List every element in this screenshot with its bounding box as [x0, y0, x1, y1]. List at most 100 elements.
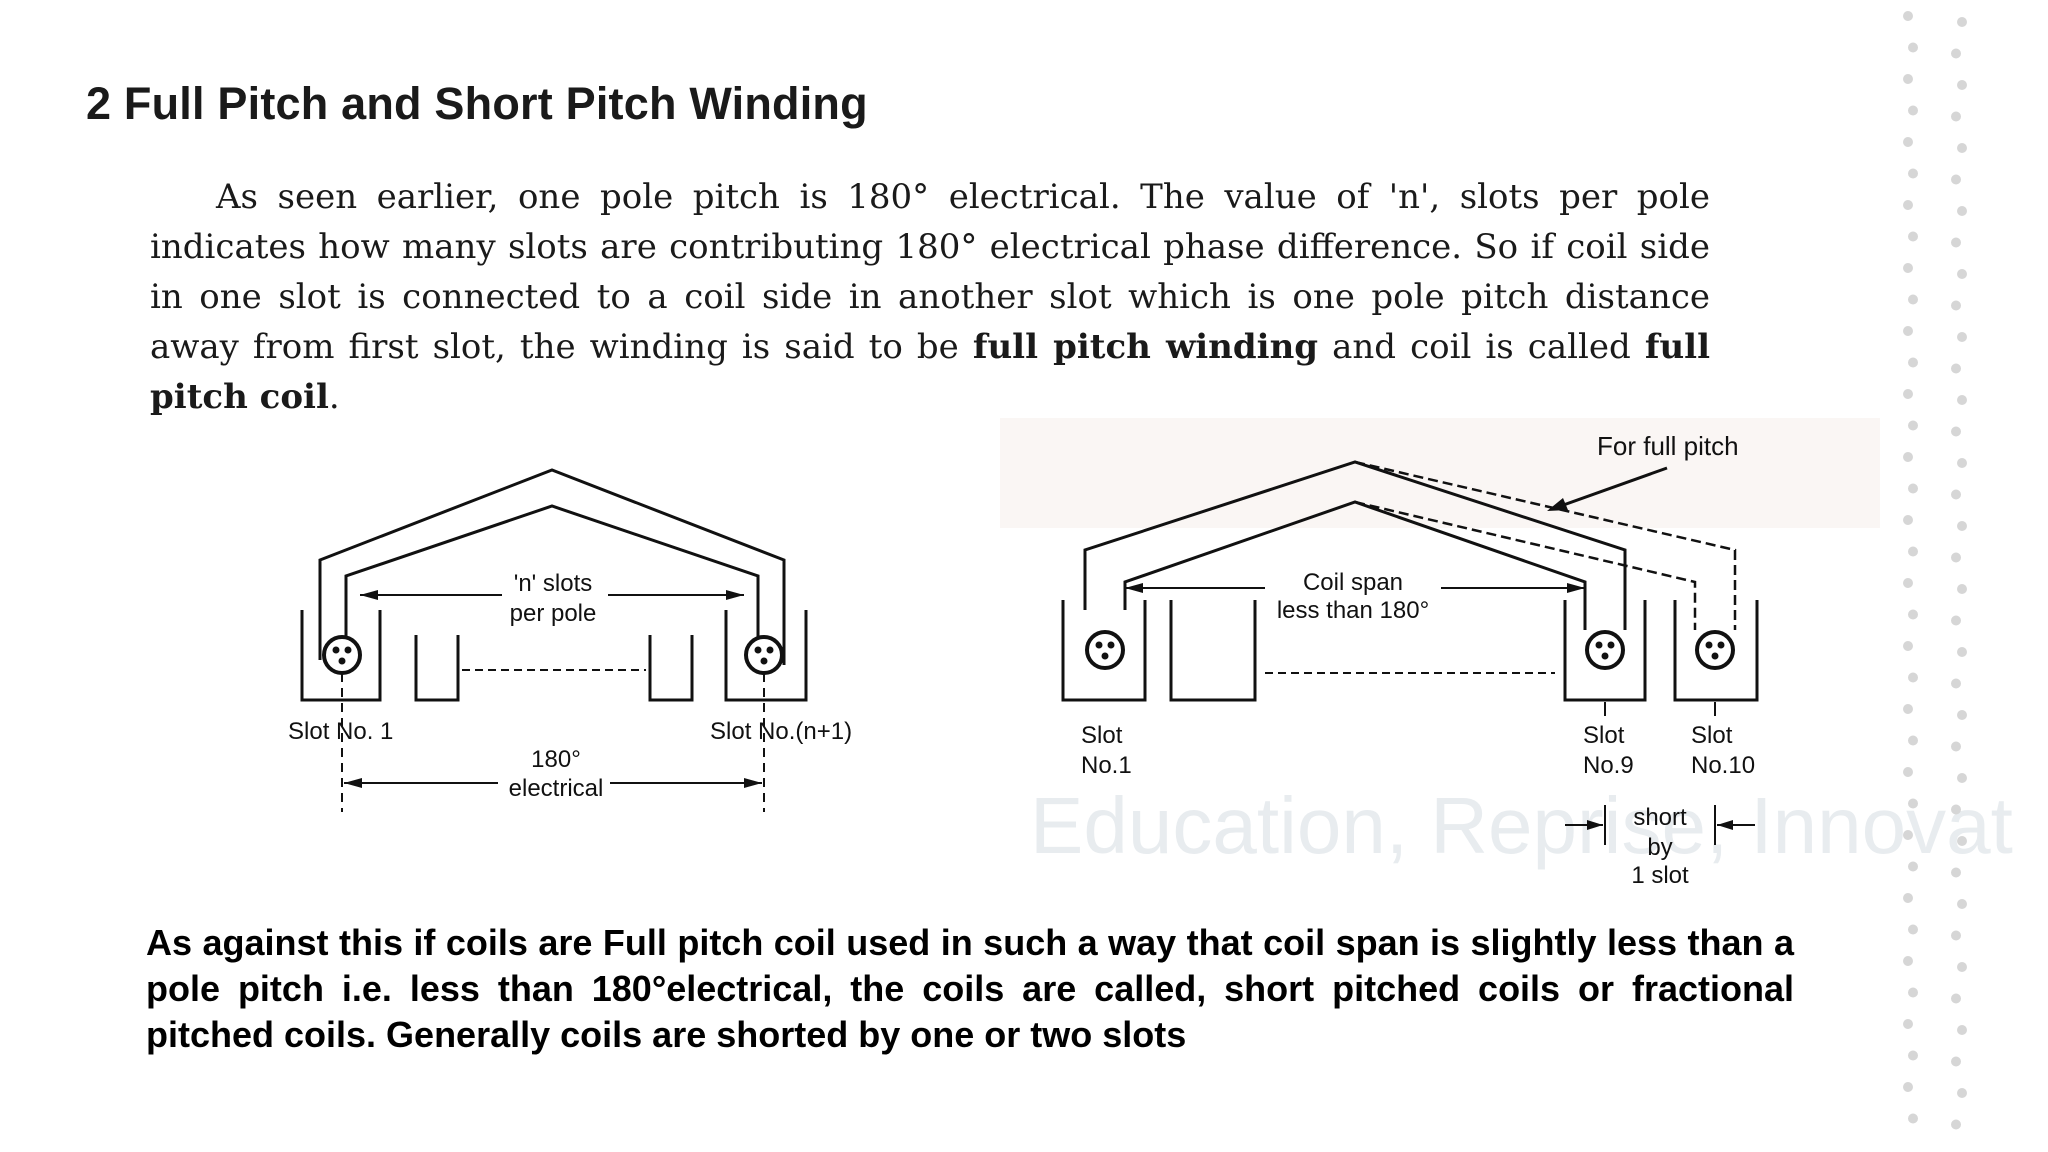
decorative-dot	[1951, 867, 1961, 878]
decorative-dot	[1951, 552, 1961, 563]
decorative-dot	[1957, 899, 1967, 909]
decorative-dot	[1951, 930, 1961, 941]
slot-9-label-line-1: Slot	[1583, 722, 1625, 749]
decorative-dot	[1957, 395, 1967, 405]
slot-n1-label: Slot No.(n+1)	[710, 718, 852, 745]
decorative-dot	[1903, 578, 1913, 588]
slot-9-outline	[1563, 600, 1647, 702]
decorative-dot	[1908, 861, 1918, 872]
decorative-dot	[1908, 231, 1918, 242]
decorative-dot	[1951, 741, 1961, 752]
bold-term-full-pitch-winding: full pitch winding	[972, 327, 1319, 367]
conductor-slot-1	[1085, 630, 1125, 670]
conductor-slot-1	[322, 635, 362, 675]
watermark-text: Education, Reprise, Innovat	[1030, 781, 2013, 870]
decorative-dot	[1957, 584, 1967, 594]
slot-n1-outline	[724, 610, 808, 702]
watermark-band	[1000, 418, 1880, 528]
slot-2-outline	[414, 635, 460, 702]
span-arrow-left	[360, 590, 378, 600]
decorative-dot	[1908, 672, 1918, 683]
decorative-dot	[1903, 1019, 1913, 1029]
slot-1-outline	[1061, 600, 1147, 702]
conductor-slot-9	[1585, 630, 1625, 670]
decorative-dot	[1903, 137, 1913, 147]
paragraph-text-a: As seen earlier, one pole pitch is 180° …	[150, 177, 1710, 367]
decorative-dot	[1957, 17, 1967, 27]
slot-9-label-line-2: No.9	[1583, 752, 1634, 779]
decorative-dot	[1957, 836, 1967, 846]
decorative-dot	[1951, 993, 1961, 1004]
decorative-dot	[1903, 704, 1913, 714]
decorative-dot	[1957, 332, 1967, 342]
decorative-dot	[1957, 773, 1967, 783]
slot-10-outline	[1673, 600, 1759, 702]
decorative-dot	[1951, 426, 1961, 437]
decorative-dot	[1908, 1113, 1918, 1124]
decorative-dot	[1908, 168, 1918, 179]
short-dim-arrowhead-left	[1587, 820, 1603, 830]
short-pitch-diagram: For full pitch Coil span	[1061, 431, 1759, 889]
dim-arrow-left	[344, 778, 362, 788]
span-label-line-1: 'n' slots	[514, 570, 593, 597]
span-arrow-right	[726, 590, 744, 600]
decorative-dot	[1957, 1088, 1967, 1098]
coil-inner	[344, 504, 760, 655]
decorative-dot	[1908, 609, 1918, 620]
paragraph-short-pitch: As against this if coils are Full pitch …	[146, 922, 1794, 1055]
decorative-dot	[1951, 48, 1961, 59]
section-heading: 2 Full Pitch and Short Pitch Winding	[86, 78, 868, 129]
dim-arrow-right	[744, 778, 762, 788]
slot-1-label-line-2: No.1	[1081, 752, 1132, 779]
decorative-dot	[1951, 678, 1961, 689]
paragraph-text-b: and coil is called	[1332, 327, 1631, 367]
decorative-dot	[1908, 546, 1918, 557]
decorative-dot	[1903, 263, 1913, 273]
decorative-dot	[1951, 300, 1961, 311]
decorative-dot	[1951, 1119, 1961, 1130]
full-pitch-pointer-head	[1547, 498, 1568, 511]
decorative-dot	[1903, 200, 1913, 210]
decorative-dot	[1903, 11, 1913, 21]
span-label-line-2: per pole	[510, 600, 597, 627]
bold-term-full-pitch-coil: full pitch coil	[150, 327, 1710, 417]
conductor-slot-10	[1695, 630, 1735, 670]
decorative-dot	[1903, 389, 1913, 399]
conductor-slot-n1	[744, 635, 784, 675]
decorative-dot	[1957, 143, 1967, 153]
decorative-dot	[1908, 420, 1918, 431]
decorative-dot	[1908, 483, 1918, 494]
decorative-dot	[1903, 641, 1913, 651]
decorative-dot	[1903, 893, 1913, 903]
full-pitch-pointer	[1554, 466, 1668, 510]
decorative-dot	[1908, 735, 1918, 746]
decorative-dot	[1908, 987, 1918, 998]
decorative-dot	[1903, 326, 1913, 336]
span-label-line-2: less than 180°	[1277, 597, 1429, 624]
decorative-dot	[1903, 956, 1913, 966]
decorative-dot	[1908, 924, 1918, 935]
decorative-dot	[1951, 615, 1961, 626]
slot-n-outline	[648, 635, 694, 702]
decorative-dot	[1908, 294, 1918, 305]
decorative-dot	[1903, 452, 1913, 462]
decorative-dot	[1908, 105, 1918, 116]
decorative-dot	[1957, 269, 1967, 279]
full-pitch-label: For full pitch	[1597, 431, 1739, 461]
short-label-line-2: by	[1647, 834, 1672, 861]
decorative-dot	[1903, 515, 1913, 525]
slot-10-label-line-2: No.10	[1691, 752, 1755, 779]
slot-1-outline	[300, 610, 382, 702]
slot-10-label-line-1: Slot	[1691, 722, 1733, 749]
decorative-dot	[1908, 798, 1918, 809]
angle-label-line-2: electrical	[509, 775, 604, 802]
decorative-dot	[1951, 489, 1961, 500]
decorative-dot	[1957, 206, 1967, 216]
short-label-line-1: short	[1633, 804, 1687, 831]
decorative-dot	[1957, 1025, 1967, 1035]
decorative-dot	[1957, 80, 1967, 90]
decorative-dot	[1957, 710, 1967, 720]
decorative-dot	[1951, 237, 1961, 248]
decorative-dot	[1903, 1082, 1913, 1092]
